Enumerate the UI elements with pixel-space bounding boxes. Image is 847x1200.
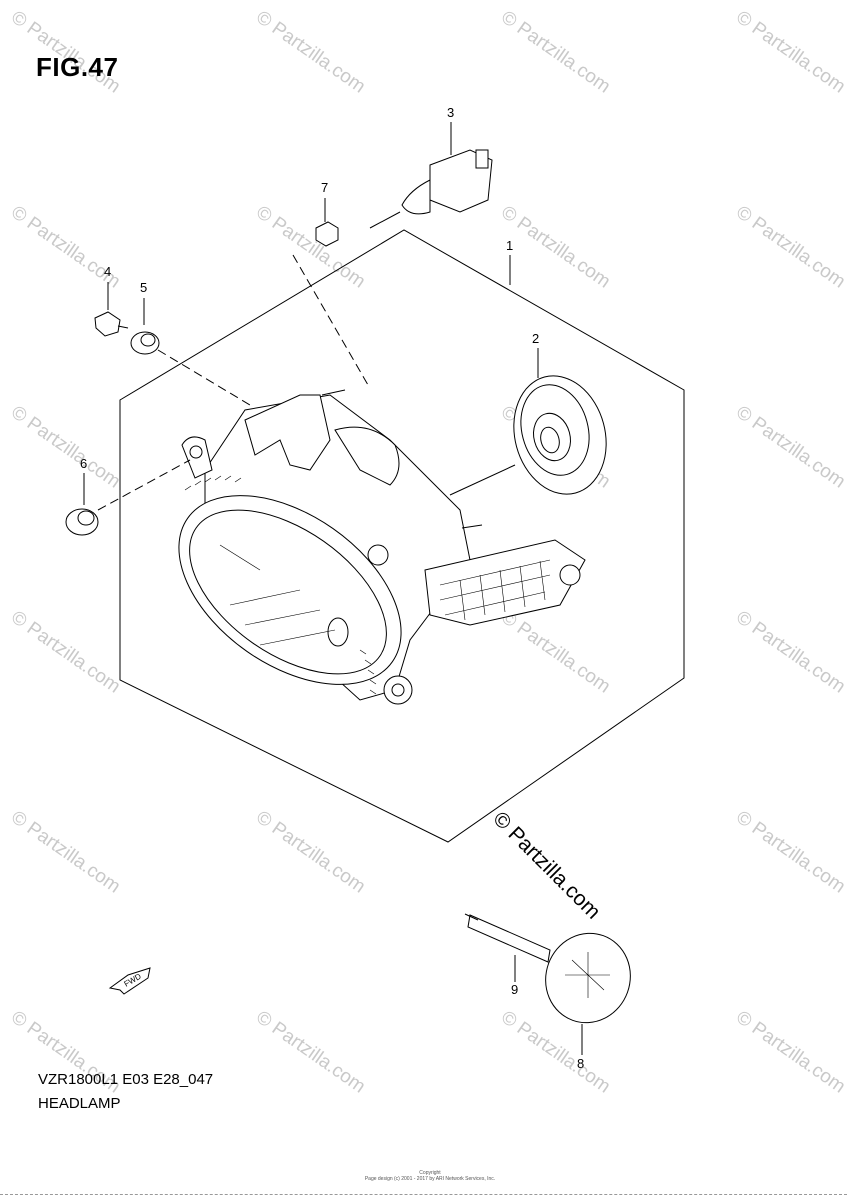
model-code: VZR1800L1 E03 E28_047 (38, 1071, 214, 1088)
lens-center (327, 617, 349, 647)
watermark: © Partzilla.com (7, 807, 124, 898)
callout-2: 2 (532, 331, 539, 346)
fwd-arrow-shape (108, 967, 151, 995)
watermark: © Partzilla.com (497, 202, 614, 293)
nut-7 (315, 221, 339, 247)
cap-mark (565, 952, 610, 998)
watermark: © Partzilla.com (497, 607, 614, 698)
bulb-terminal (475, 149, 489, 169)
watermark-primary: © Partzilla.com (488, 807, 604, 923)
cover-mid (520, 384, 590, 476)
cover-boot-inner (540, 426, 560, 454)
screw-4-shank (117, 325, 129, 329)
callout-1: 1 (506, 238, 513, 253)
bulb-glass (401, 179, 431, 215)
watermark: © Partzilla.com (732, 402, 847, 493)
lens-inner (189, 509, 387, 675)
bottom-ear-hole (391, 683, 405, 697)
copyright-line: Copyright (419, 1170, 441, 1176)
callout-8: 8 (577, 1056, 584, 1071)
adjuster-knob (367, 544, 389, 566)
lamp-cap: 8 (545, 932, 631, 1071)
screw-4 (94, 311, 121, 337)
rod-body (467, 914, 551, 963)
callout-9: 9 (511, 982, 518, 997)
diagram-name: HEADLAMP (38, 1095, 121, 1112)
watermark: © Partzilla.com (7, 402, 124, 493)
assembly-boundary (119, 229, 685, 843)
bulb-cover: 2 (449, 331, 607, 496)
grommet-5-inner (140, 333, 156, 347)
page-border (0, 1194, 847, 1195)
bracket-grid (439, 559, 551, 621)
watermark: © Partzilla.com (252, 807, 369, 898)
cover-boot (533, 412, 571, 462)
watermark: © Partzilla.com (732, 7, 847, 98)
guide-6 (97, 459, 191, 511)
watermark: © Partzilla.com (252, 1007, 369, 1098)
callout-3: 3 (447, 105, 454, 120)
watermark: © Partzilla.com (252, 202, 369, 293)
watermark: © Partzilla.com (252, 7, 369, 98)
cover-guide (449, 464, 516, 496)
rear-dome (334, 426, 400, 486)
rim-ribs (184, 475, 377, 695)
grommet-6-inner (77, 510, 95, 526)
fwd-arrow-icon: FWD (108, 967, 151, 995)
lens-rim (178, 495, 402, 685)
lens-line (244, 609, 321, 626)
watermark: © Partzilla.com (732, 607, 847, 698)
watermark: © Partzilla.com (732, 807, 847, 898)
bottom-ear (383, 675, 413, 705)
lens-line (259, 629, 336, 646)
callout-5: 5 (140, 280, 147, 295)
watermark: © Partzilla.com (732, 1007, 847, 1098)
headlamp-unit (178, 389, 586, 705)
adjust-rod: 9 (464, 913, 551, 997)
watermark: © Partzilla.com (497, 7, 614, 98)
rod-thread (464, 913, 479, 921)
headlamp-bulb: 3 (369, 105, 493, 229)
guide-7 (292, 254, 369, 386)
lens-line (229, 589, 301, 606)
right-bracket-grommet (559, 564, 581, 586)
side-ear-hole (189, 445, 203, 459)
guide-5 (157, 349, 251, 406)
cover-outer (513, 375, 607, 495)
grommet-6 (65, 508, 99, 536)
grommet-5 (130, 331, 160, 355)
bracket-stud (321, 389, 346, 396)
figure-title: FIG.47 (36, 52, 119, 82)
callout-7: 7 (321, 180, 328, 195)
watermark: © Partzilla.com (7, 607, 124, 698)
bulb-guide (369, 211, 401, 229)
copyright-line: Page design (c) 2001 - 2017 by ARI Netwo… (364, 1176, 496, 1182)
rear-stud (461, 524, 483, 529)
lens-line (219, 544, 261, 571)
callout-6: 6 (80, 456, 87, 471)
callout-4: 4 (104, 264, 111, 279)
top-bracket (244, 394, 331, 471)
watermark: © Partzilla.com (732, 202, 847, 293)
copyright-notice: Copyright Page design (c) 2001 - 2017 by… (360, 1170, 500, 1182)
